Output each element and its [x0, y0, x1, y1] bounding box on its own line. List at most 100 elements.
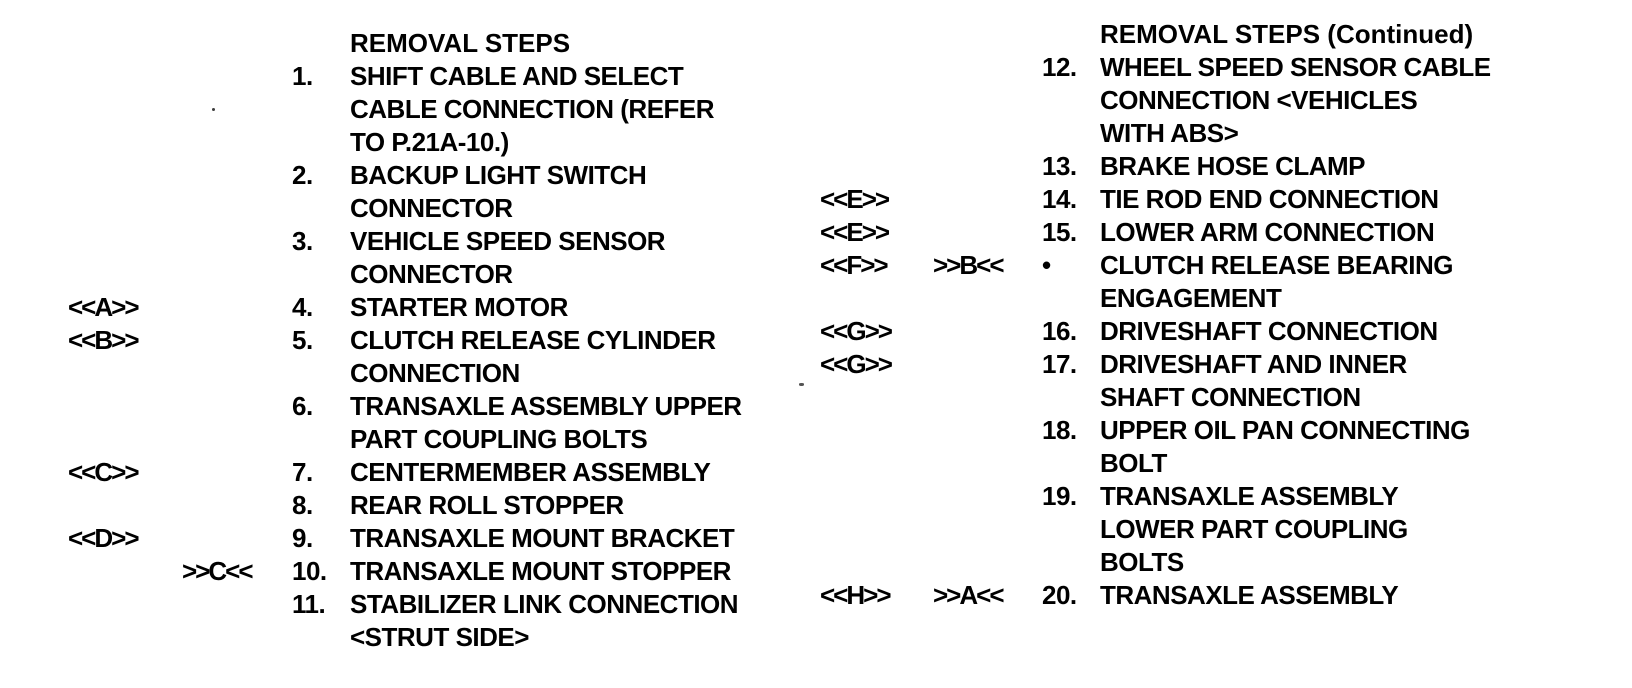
- step-text: TRANSAXLE MOUNT BRACKET: [350, 523, 735, 553]
- removal-marker-label: <<C>>: [68, 457, 140, 487]
- step-number: [1042, 117, 1100, 150]
- step-text: BACKUP LIGHT SWITCH: [350, 160, 647, 190]
- step-line: <<E>> 14. TIE ROD END CONNECTION: [820, 183, 1580, 216]
- removal-marker-label: [820, 381, 933, 414]
- removal-marker-label: [820, 513, 933, 546]
- removal-marker-label: [820, 282, 933, 315]
- installation-marker-label: [933, 480, 1042, 513]
- removal-marker-label: <<A>>: [68, 292, 140, 322]
- installation-marker-label: [182, 489, 292, 522]
- step-number: 10.: [292, 556, 327, 586]
- step-text: SHIFT CABLE AND SELECT: [350, 61, 684, 91]
- step-line: CONNECTOR: [68, 192, 808, 225]
- scan-speck: [799, 383, 804, 386]
- step-number: 17.: [1042, 349, 1077, 379]
- installation-marker-label: [933, 150, 1042, 183]
- removal-steps-continued-header: REMOVAL STEPS (Continued): [1100, 19, 1474, 49]
- step-number: [292, 357, 350, 390]
- installation-marker-label: [933, 447, 1042, 480]
- removal-marker-label: [820, 447, 933, 480]
- step-line: <<G>> 16. DRIVESHAFT CONNECTION: [820, 315, 1580, 348]
- installation-marker-label: [933, 315, 1042, 348]
- removal-marker-label: [820, 117, 933, 150]
- removal-steps-header: REMOVAL STEPS: [350, 28, 571, 58]
- step-line: 12. WHEEL SPEED SENSOR CABLE: [820, 51, 1580, 84]
- step-number: 15.: [1042, 217, 1077, 247]
- step-text: WHEEL SPEED SENSOR CABLE: [1100, 52, 1491, 82]
- step-text: VEHICLE SPEED SENSOR: [350, 226, 666, 256]
- step-text: PART COUPLING BOLTS: [350, 424, 648, 454]
- step-number: [292, 621, 350, 654]
- removal-steps-column-right: REMOVAL STEPS (Continued) 12. WHEEL SPEE…: [820, 18, 1580, 612]
- removal-marker-label: <<E>>: [820, 184, 890, 214]
- installation-marker-label: [182, 93, 292, 126]
- step-text: CLUTCH RELEASE CYLINDER: [350, 325, 716, 355]
- step-number: 8.: [292, 490, 313, 520]
- removal-marker-label: [68, 126, 182, 159]
- step-number: 13.: [1042, 151, 1077, 181]
- step-text: TRANSAXLE ASSEMBLY: [1100, 580, 1399, 610]
- step-line: <STRUT SIDE>: [68, 621, 808, 654]
- removal-steps-column-left: REMOVAL STEPS 1. SHIFT CABLE AND SELECT …: [68, 27, 808, 654]
- installation-marker-label: [933, 183, 1042, 216]
- step-line: 3. VEHICLE SPEED SENSOR: [68, 225, 808, 258]
- step-number: [292, 93, 350, 126]
- step-number: [1042, 513, 1100, 546]
- step-number: 7.: [292, 457, 313, 487]
- step-line: PART COUPLING BOLTS: [68, 423, 808, 456]
- removal-marker-label: [68, 60, 182, 93]
- step-line: 18. UPPER OIL PAN CONNECTING: [820, 414, 1580, 447]
- step-line: TO P.21A-10.): [68, 126, 808, 159]
- step-number: [1042, 447, 1100, 480]
- step-line: CABLE CONNECTION (REFER: [68, 93, 808, 126]
- step-number: 19.: [1042, 481, 1077, 511]
- step-text: CABLE CONNECTION (REFER: [350, 94, 715, 124]
- step-number: 2.: [292, 160, 313, 190]
- step-number: [1042, 282, 1100, 315]
- step-line: <<G>> 17. DRIVESHAFT AND INNER: [820, 348, 1580, 381]
- installation-marker-label: [182, 291, 292, 324]
- installation-marker-label: [182, 621, 292, 654]
- scan-speck: [212, 108, 215, 111]
- step-line: <<D>> 9. TRANSAXLE MOUNT BRACKET: [68, 522, 808, 555]
- removal-marker-label: [68, 225, 182, 258]
- installation-marker-label: [933, 282, 1042, 315]
- step-text: DRIVESHAFT CONNECTION: [1100, 316, 1438, 346]
- step-text: CONNECTION: [350, 358, 520, 388]
- step-number: 3.: [292, 226, 313, 256]
- removal-marker-label: <<G>>: [820, 349, 893, 379]
- step-number: 11.: [292, 589, 326, 619]
- removal-marker-label: [820, 51, 933, 84]
- step-number: 9.: [292, 523, 313, 553]
- step-line: <<A>> 4. STARTER MOTOR: [68, 291, 808, 324]
- step-number: 1.: [292, 61, 313, 91]
- step-text: CONNECTOR: [350, 259, 513, 289]
- removal-marker-label: [68, 621, 182, 654]
- installation-marker-label: [182, 60, 292, 93]
- removal-marker-label: [68, 588, 182, 621]
- step-line: LOWER PART COUPLING: [820, 513, 1580, 546]
- installation-marker-label: [182, 225, 292, 258]
- step-number: 5.: [292, 325, 313, 355]
- step-line: BOLTS: [820, 546, 1580, 579]
- removal-marker-label: [68, 489, 182, 522]
- step-text: BOLTS: [1100, 547, 1184, 577]
- step-text: SHAFT CONNECTION: [1100, 382, 1361, 412]
- step-number: 6.: [292, 391, 313, 421]
- step-line: WITH ABS>: [820, 117, 1580, 150]
- step-line: <<H>> >>A<< 20. TRANSAXLE ASSEMBLY: [820, 579, 1580, 612]
- removal-marker-label: [68, 258, 182, 291]
- step-text: <STRUT SIDE>: [350, 622, 529, 652]
- step-text: WITH ABS>: [1100, 118, 1239, 148]
- step-text: CENTERMEMBER ASSEMBLY: [350, 457, 711, 487]
- removal-marker-label: [68, 192, 182, 225]
- step-line: <<F>> >>B<< • CLUTCH RELEASE BEARING: [820, 249, 1580, 282]
- removal-marker-label: <<D>>: [68, 523, 140, 553]
- removal-marker-label: [68, 93, 182, 126]
- step-text: CLUTCH RELEASE BEARING: [1100, 250, 1454, 280]
- removal-marker-label: [820, 414, 933, 447]
- removal-marker-label: [820, 546, 933, 579]
- removal-steps-list-right: 12. WHEEL SPEED SENSOR CABLE CONNECTION …: [820, 51, 1580, 612]
- step-line: 11. STABILIZER LINK CONNECTION: [68, 588, 808, 621]
